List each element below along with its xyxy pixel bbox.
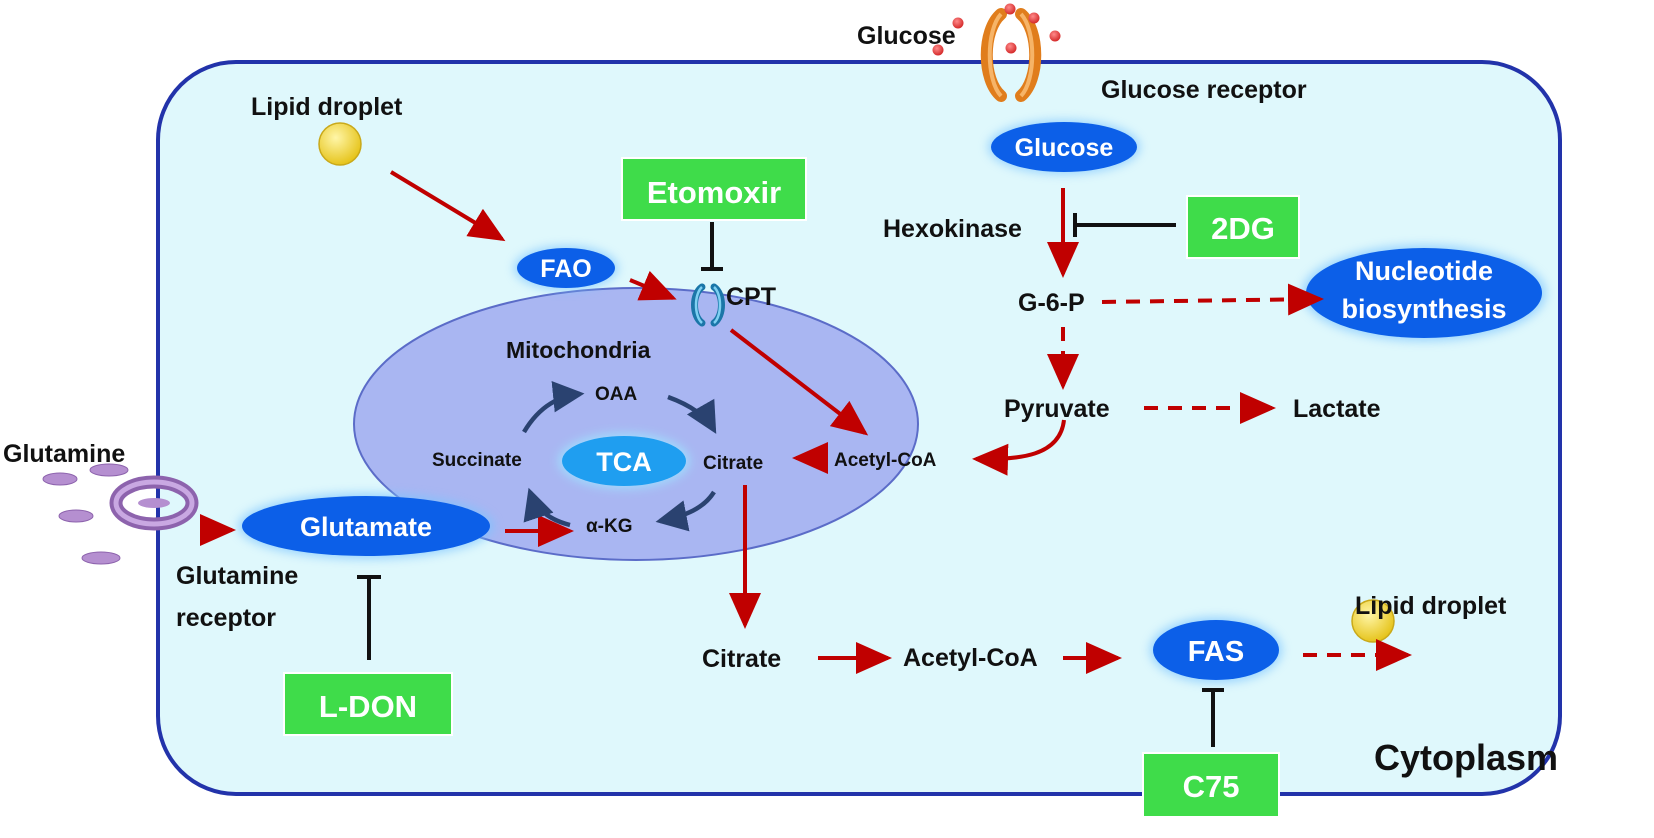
- fas-node: [1150, 617, 1282, 683]
- c75-box: [1142, 752, 1280, 818]
- glutamine-receptor-icon: [109, 475, 199, 531]
- tca-label: TCA: [596, 447, 652, 477]
- acetylcoa-cyto-label: Acetyl-CoA: [903, 644, 1038, 672]
- etomoxir-label: Etomoxir: [647, 175, 781, 210]
- glutamate-node: [238, 493, 494, 559]
- ldon-label: L-DON: [319, 689, 417, 724]
- glutamine-outside-label: Glutamine: [3, 440, 125, 468]
- lactate-label: Lactate: [1293, 395, 1381, 423]
- lipid-droplet-bottom-label: Lipid droplet: [1355, 592, 1507, 620]
- pyruvate-label: Pyruvate: [1004, 395, 1110, 423]
- nucleotide-label-line1: Nucleotide: [1355, 256, 1493, 286]
- fao-label: FAO: [540, 255, 591, 283]
- pathway-arrows: [200, 170, 1122, 674]
- hexokinase-label: Hexokinase: [883, 215, 1022, 243]
- etomoxir-box: [621, 157, 807, 221]
- twodg-label: 2DG: [1211, 211, 1275, 246]
- fas-label: FAS: [1188, 636, 1244, 668]
- cpt-transporter-icon: [691, 283, 725, 327]
- glutamine-molecules-icon: [42, 463, 129, 565]
- tca-cycle-arrows: [522, 381, 717, 532]
- nucleotide-label-line2: biosynthesis: [1341, 294, 1506, 324]
- succinate-label: Succinate: [432, 450, 522, 471]
- glucose-outside-label: Glucose: [857, 22, 956, 50]
- twodg-box: [1186, 195, 1300, 259]
- glucose-node: [988, 120, 1140, 174]
- dashed-pathway-arrows: [1047, 283, 1412, 671]
- glutamate-label: Glutamate: [300, 512, 432, 542]
- fao-node: [514, 246, 618, 290]
- citrate-mito-label: Citrate: [703, 453, 763, 474]
- oaa-label: OAA: [595, 384, 638, 405]
- glucose-node-label: Glucose: [1015, 134, 1114, 162]
- lipid-droplet-bottom-icon: [1351, 599, 1395, 643]
- lipid-droplet-top-label: Lipid droplet: [251, 93, 403, 121]
- lipid-droplet-top-icon: [318, 122, 362, 166]
- mitochondria: [353, 287, 919, 561]
- cpt-label: CPT: [726, 283, 776, 311]
- glucose-receptor-label: Glucose receptor: [1101, 76, 1307, 104]
- tca-node: [558, 433, 690, 489]
- nucleotide-biosynthesis-node: [1302, 245, 1546, 341]
- glucose-receptor-icon: [980, 8, 1042, 102]
- glutamine-receptor-label-line1: Glutamine: [176, 562, 298, 590]
- inhibition-lines: [357, 213, 1224, 747]
- akg-label: α-KG: [586, 516, 633, 537]
- c75-label: C75: [1183, 769, 1240, 804]
- g6p-label: G-6-P: [1018, 289, 1085, 317]
- glucose-molecules-icon: [932, 3, 1061, 56]
- glutamine-receptor-label-line2: receptor: [176, 604, 276, 632]
- citrate-cyto-label: Citrate: [702, 645, 781, 673]
- acetylcoa-mito-label: Acetyl-CoA: [834, 450, 937, 471]
- ldon-box: [283, 672, 453, 736]
- mitochondria-label: Mitochondria: [506, 337, 651, 363]
- cytoplasm-label: Cytoplasm: [1374, 737, 1558, 778]
